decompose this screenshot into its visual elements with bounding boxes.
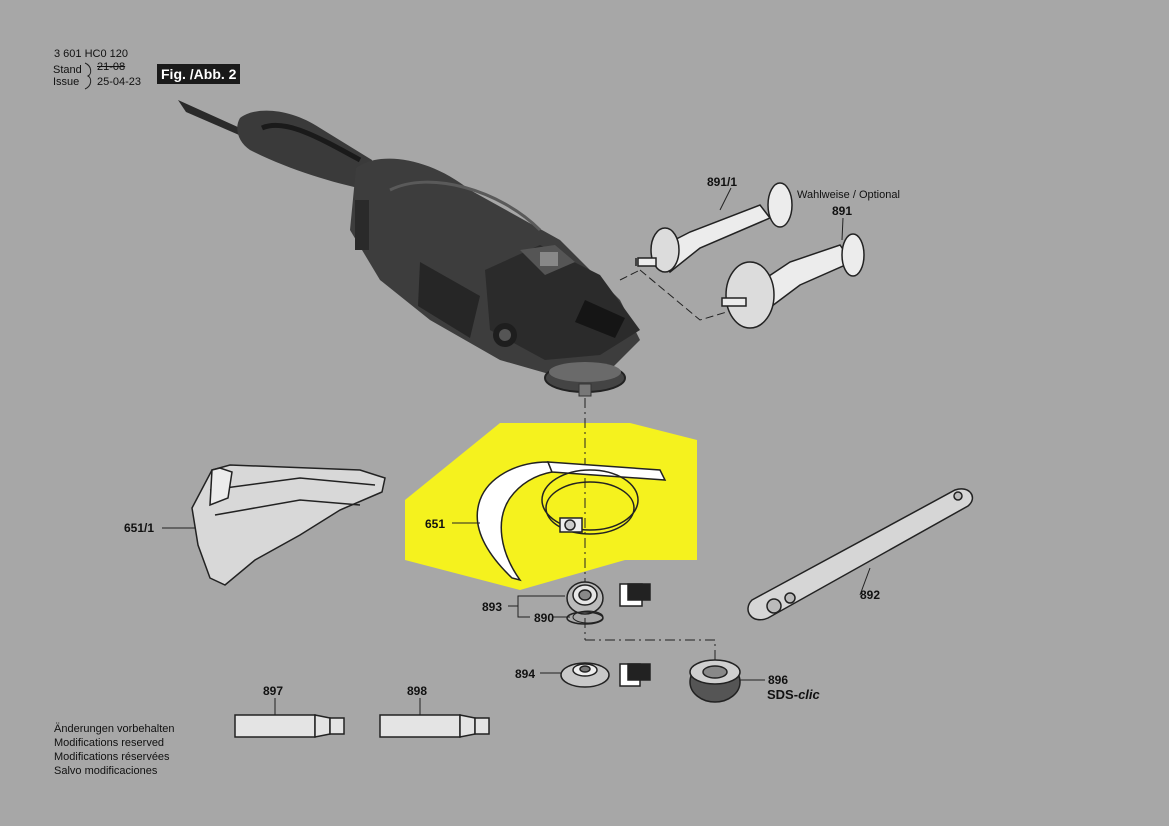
note-es: Salvo modificaciones [54,765,158,777]
optional-note: Wahlweise / Optional [797,189,900,201]
guard-651 [476,461,667,582]
doc-number: 3 601 HC0 120 [54,48,128,60]
sds-clic-logo: SDS-clic [767,687,820,702]
note-en: Modifications reserved [54,737,165,749]
angle-grinder [178,100,640,397]
stand-value: 21-08 [97,61,126,73]
leader-lines [84,62,871,715]
flange-893 [566,581,651,625]
highlight-area-651 [405,423,697,590]
issue-value: 25-04-23 [97,76,142,88]
issue-label: Issue [53,76,80,88]
part-label-893: 893 [482,600,503,614]
part-label-897: 897 [263,684,284,698]
modification-notes: Änderungen vorbehalten Modifications res… [54,722,174,778]
side-handle-891-1 [635,182,793,274]
grease-tube-897 [234,714,345,738]
part-label-894: 894 [515,667,536,681]
grease-tube-898 [379,714,490,738]
part-label-896: 896 [768,673,789,687]
note-fr: Modifications réservées [54,751,170,763]
clamping-nut-896 [689,659,741,703]
side-handle-891 [721,233,865,329]
part-label-891-1: 891/1 [707,175,738,189]
part-label-890: 890 [534,611,555,625]
part-label-892: 892 [860,588,881,602]
note-de: Änderungen vorbehalten [54,723,175,735]
flange-894 [560,662,651,688]
wrench-892 [747,488,974,621]
figure-label: Fig. /Abb. 2 [157,64,241,84]
stand-label: Stand [53,64,82,76]
part-label-651: 651 [425,517,446,531]
guard-651-1 [191,464,386,586]
part-label-651-1: 651/1 [124,521,155,535]
part-label-891: 891 [832,204,853,218]
part-label-898: 898 [407,684,428,698]
